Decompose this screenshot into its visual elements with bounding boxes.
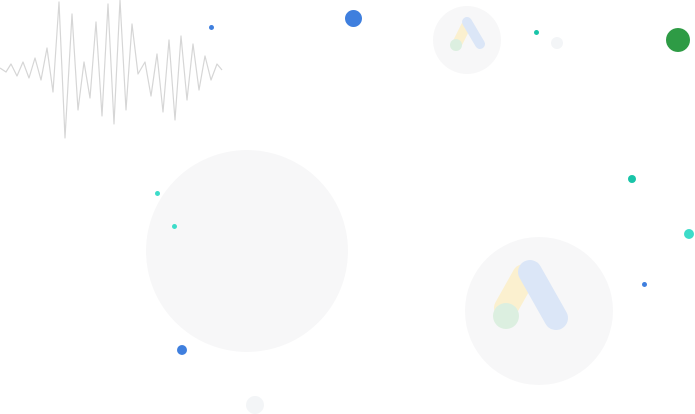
google-ads-logo-icon bbox=[493, 260, 568, 330]
faint-dot bbox=[246, 396, 264, 414]
teal-dot bbox=[534, 30, 539, 35]
green-dot bbox=[666, 28, 690, 52]
cyan-dot bbox=[684, 229, 694, 239]
cyan-dot bbox=[155, 191, 160, 196]
soft-circle-large bbox=[146, 150, 348, 352]
teal-dot bbox=[628, 175, 636, 183]
blue-dot bbox=[642, 282, 647, 287]
cyan-dot bbox=[172, 224, 177, 229]
blue-dot bbox=[345, 10, 362, 27]
faint-dot bbox=[551, 37, 563, 49]
google-ads-logo-icon bbox=[450, 17, 485, 51]
blue-dot bbox=[177, 345, 187, 355]
blue-dot bbox=[209, 25, 214, 30]
audio-waveform-icon bbox=[0, 0, 223, 139]
